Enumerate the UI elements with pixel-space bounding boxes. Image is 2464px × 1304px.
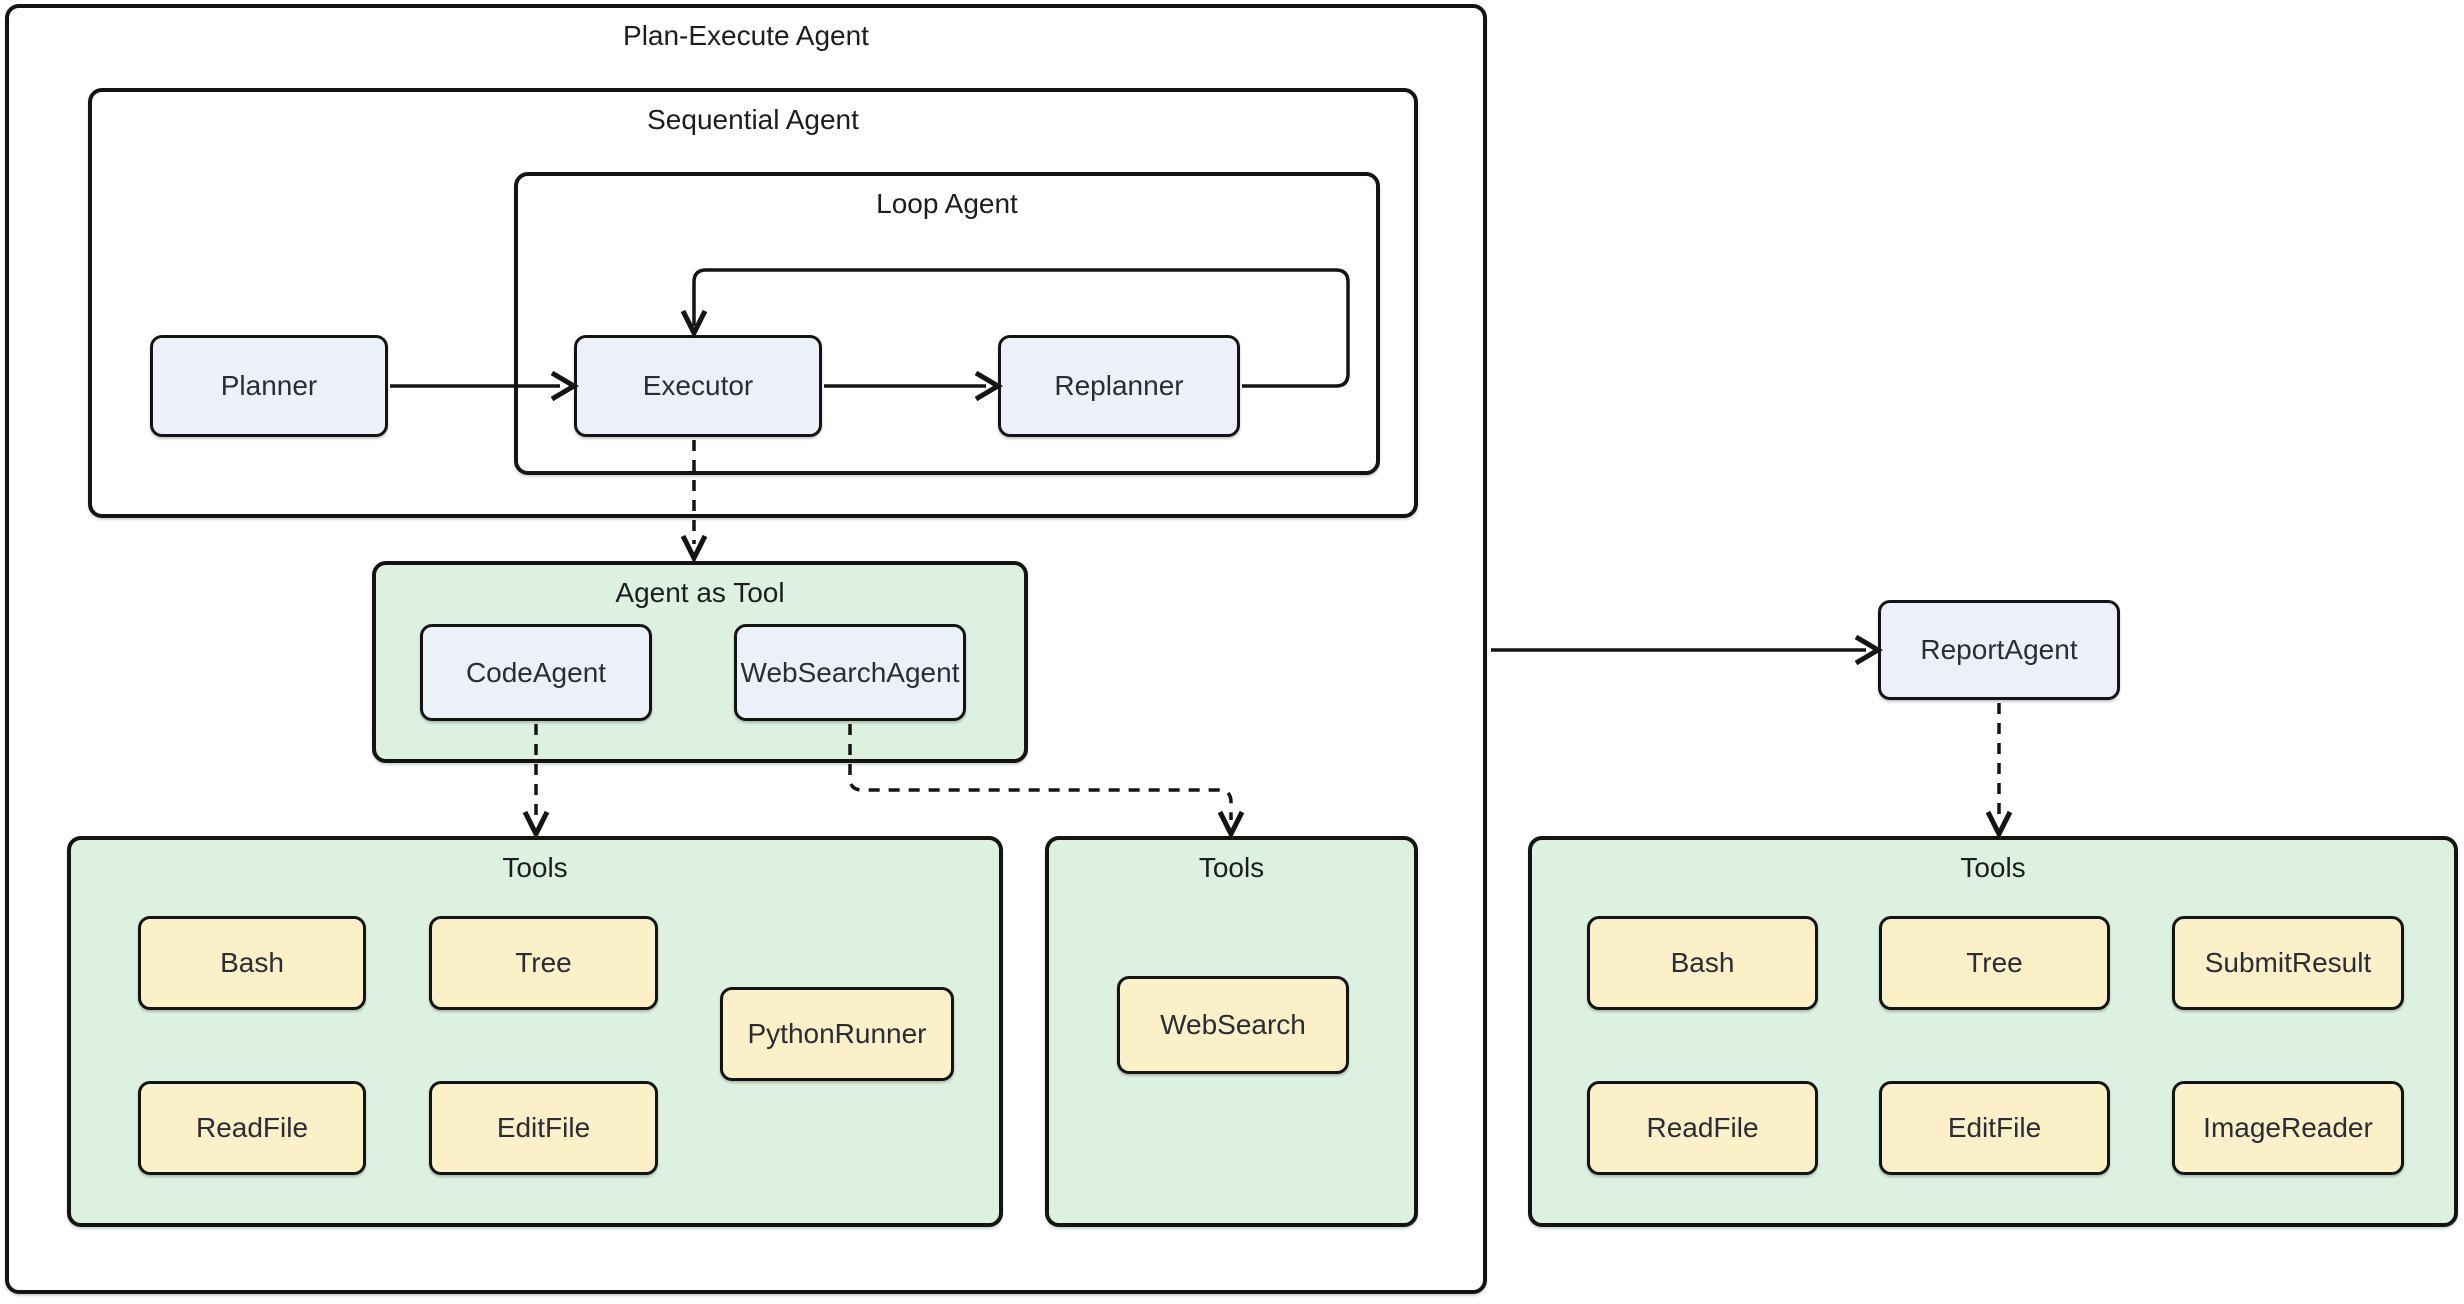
planner-label: Planner	[220, 370, 318, 401]
tool-label: Bash	[1670, 947, 1735, 978]
tool-label: PythonRunner	[747, 1018, 927, 1049]
tool-web-search: WebSearch	[1117, 976, 1349, 1074]
node-replanner: Replanner	[998, 335, 1240, 437]
tool-bash-right: Bash	[1587, 916, 1818, 1010]
tool-label: Tree	[515, 947, 572, 978]
node-web-search-agent: WebSearchAgent	[734, 624, 966, 721]
node-executor: Executor	[574, 335, 822, 437]
tool-tree-right: Tree	[1879, 916, 2110, 1010]
code-agent-label: CodeAgent	[465, 656, 607, 688]
tool-submit-result: SubmitResult	[2172, 916, 2404, 1010]
tool-tree-left: Tree	[429, 916, 658, 1010]
loop-agent-title: Loop Agent	[876, 188, 1018, 219]
plan-execute-agent-title: Plan-Execute Agent	[623, 20, 869, 51]
web-search-agent-label: WebSearchAgent	[740, 656, 960, 688]
tool-edit-file-right: EditFile	[1879, 1081, 2110, 1175]
tool-bash-left: Bash	[138, 916, 366, 1010]
container-loop-agent: Loop Agent	[514, 172, 1380, 475]
container-sequential-agent: Sequential Agent	[88, 88, 1418, 518]
tool-label: Tree	[1966, 947, 2023, 978]
node-planner: Planner	[150, 335, 388, 437]
tool-python-runner: PythonRunner	[720, 987, 954, 1081]
tool-label: ImageReader	[2203, 1112, 2373, 1143]
tool-label: WebSearch	[1160, 1009, 1306, 1040]
tool-label: SubmitResult	[2204, 947, 2372, 978]
container-plan-execute-agent: Plan-Execute Agent	[5, 4, 1487, 1294]
tool-edit-file-left: EditFile	[429, 1081, 658, 1175]
report-agent-label: ReportAgent	[1920, 634, 2078, 665]
tools-left-title: Tools	[502, 852, 568, 883]
tools-middle-title: Tools	[1198, 852, 1265, 883]
executor-label: Executor	[642, 370, 754, 401]
tool-read-file-right: ReadFile	[1587, 1081, 1818, 1175]
tool-label: ReadFile	[1646, 1112, 1759, 1143]
node-report-agent: ReportAgent	[1878, 600, 2120, 700]
tool-image-reader: ImageReader	[2172, 1081, 2404, 1175]
node-code-agent: CodeAgent	[420, 624, 652, 721]
tool-label: ReadFile	[195, 1112, 309, 1143]
replanner-label: Replanner	[1054, 370, 1184, 401]
sequential-agent-title: Sequential Agent	[647, 104, 859, 135]
tool-label: EditFile	[1947, 1112, 2042, 1143]
agent-as-tool-title: Agent as Tool	[615, 577, 785, 608]
tools-right-title: Tools	[1960, 852, 2026, 883]
tool-label: EditFile	[496, 1112, 591, 1143]
arrowhead-plan-execute-to-report-agent	[1854, 634, 1883, 666]
tool-read-file-left: ReadFile	[138, 1081, 366, 1175]
tool-label: Bash	[220, 947, 284, 978]
arrowhead-report-agent-to-tools	[1985, 810, 2013, 840]
